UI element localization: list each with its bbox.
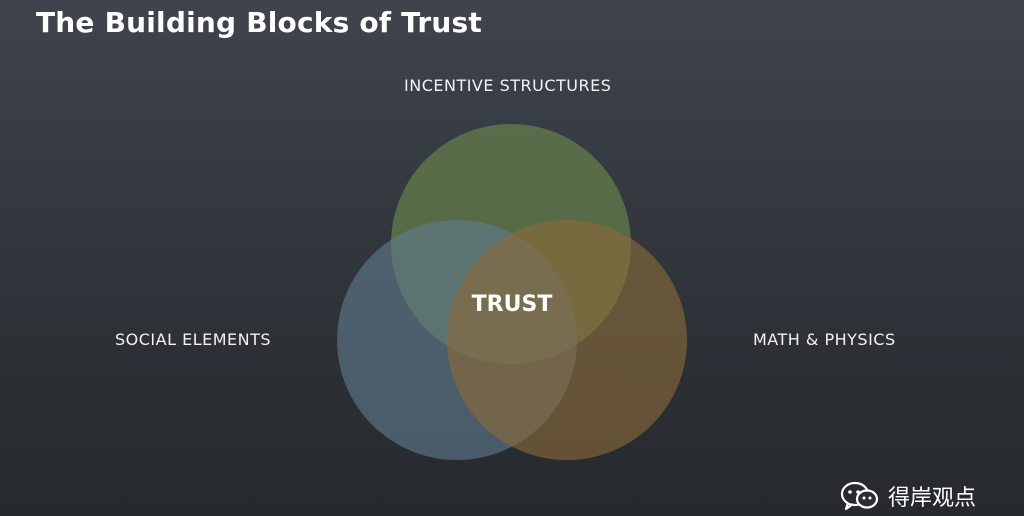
slide-title: The Building Blocks of Trust	[36, 6, 482, 39]
watermark-text: 得岸观点	[888, 486, 977, 511]
circle-math-physics	[447, 220, 687, 460]
label-math-physics: MATH & PHYSICS	[753, 330, 896, 349]
label-incentive-structures: INCENTIVE STRUCTURES	[404, 76, 612, 95]
watermark: 得岸观点	[840, 480, 976, 512]
center-label-trust: TRUST	[472, 292, 553, 317]
chat-bubbles-icon	[840, 481, 879, 511]
label-social-elements: SOCIAL ELEMENTS	[115, 330, 272, 349]
